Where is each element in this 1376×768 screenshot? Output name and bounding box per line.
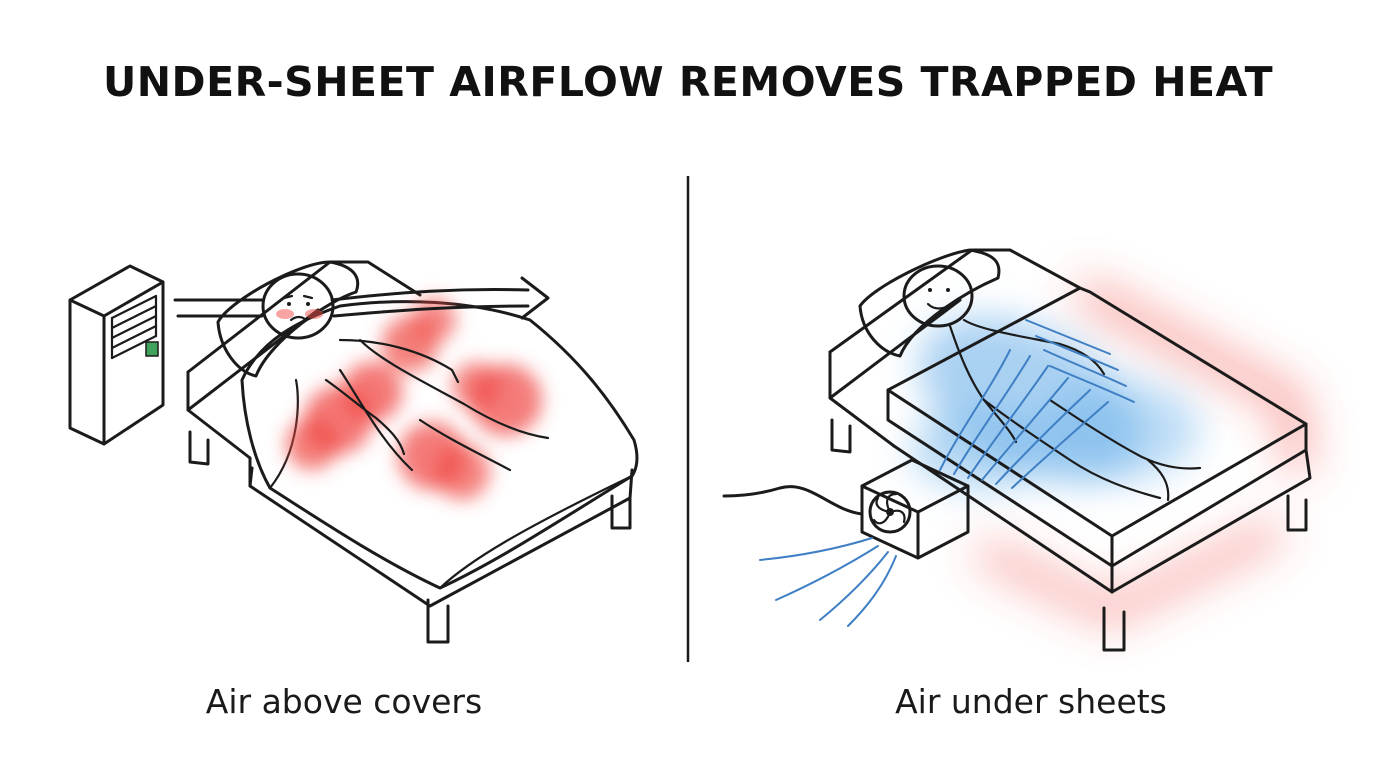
diagram-title: UNDER-SHEET AIRFLOW REMOVES TRAPPED HEAT (102, 58, 1274, 106)
fan-icon (722, 458, 970, 560)
arrow-icon (173, 276, 550, 320)
fan-exhaust-airflow (759, 537, 897, 627)
right-heat-glow (974, 278, 1313, 626)
left-sleeper (261, 272, 550, 472)
right-cool-zone (910, 316, 1200, 490)
left-panel-caption: Air above covers (205, 682, 483, 721)
right-panel-caption: Air under sheets (895, 682, 1167, 721)
left-panel (68, 260, 639, 644)
right-panel (722, 248, 1313, 652)
right-bed (828, 248, 1312, 652)
air-conditioner-icon (68, 264, 165, 446)
under-sheet-airflow (939, 319, 1135, 489)
